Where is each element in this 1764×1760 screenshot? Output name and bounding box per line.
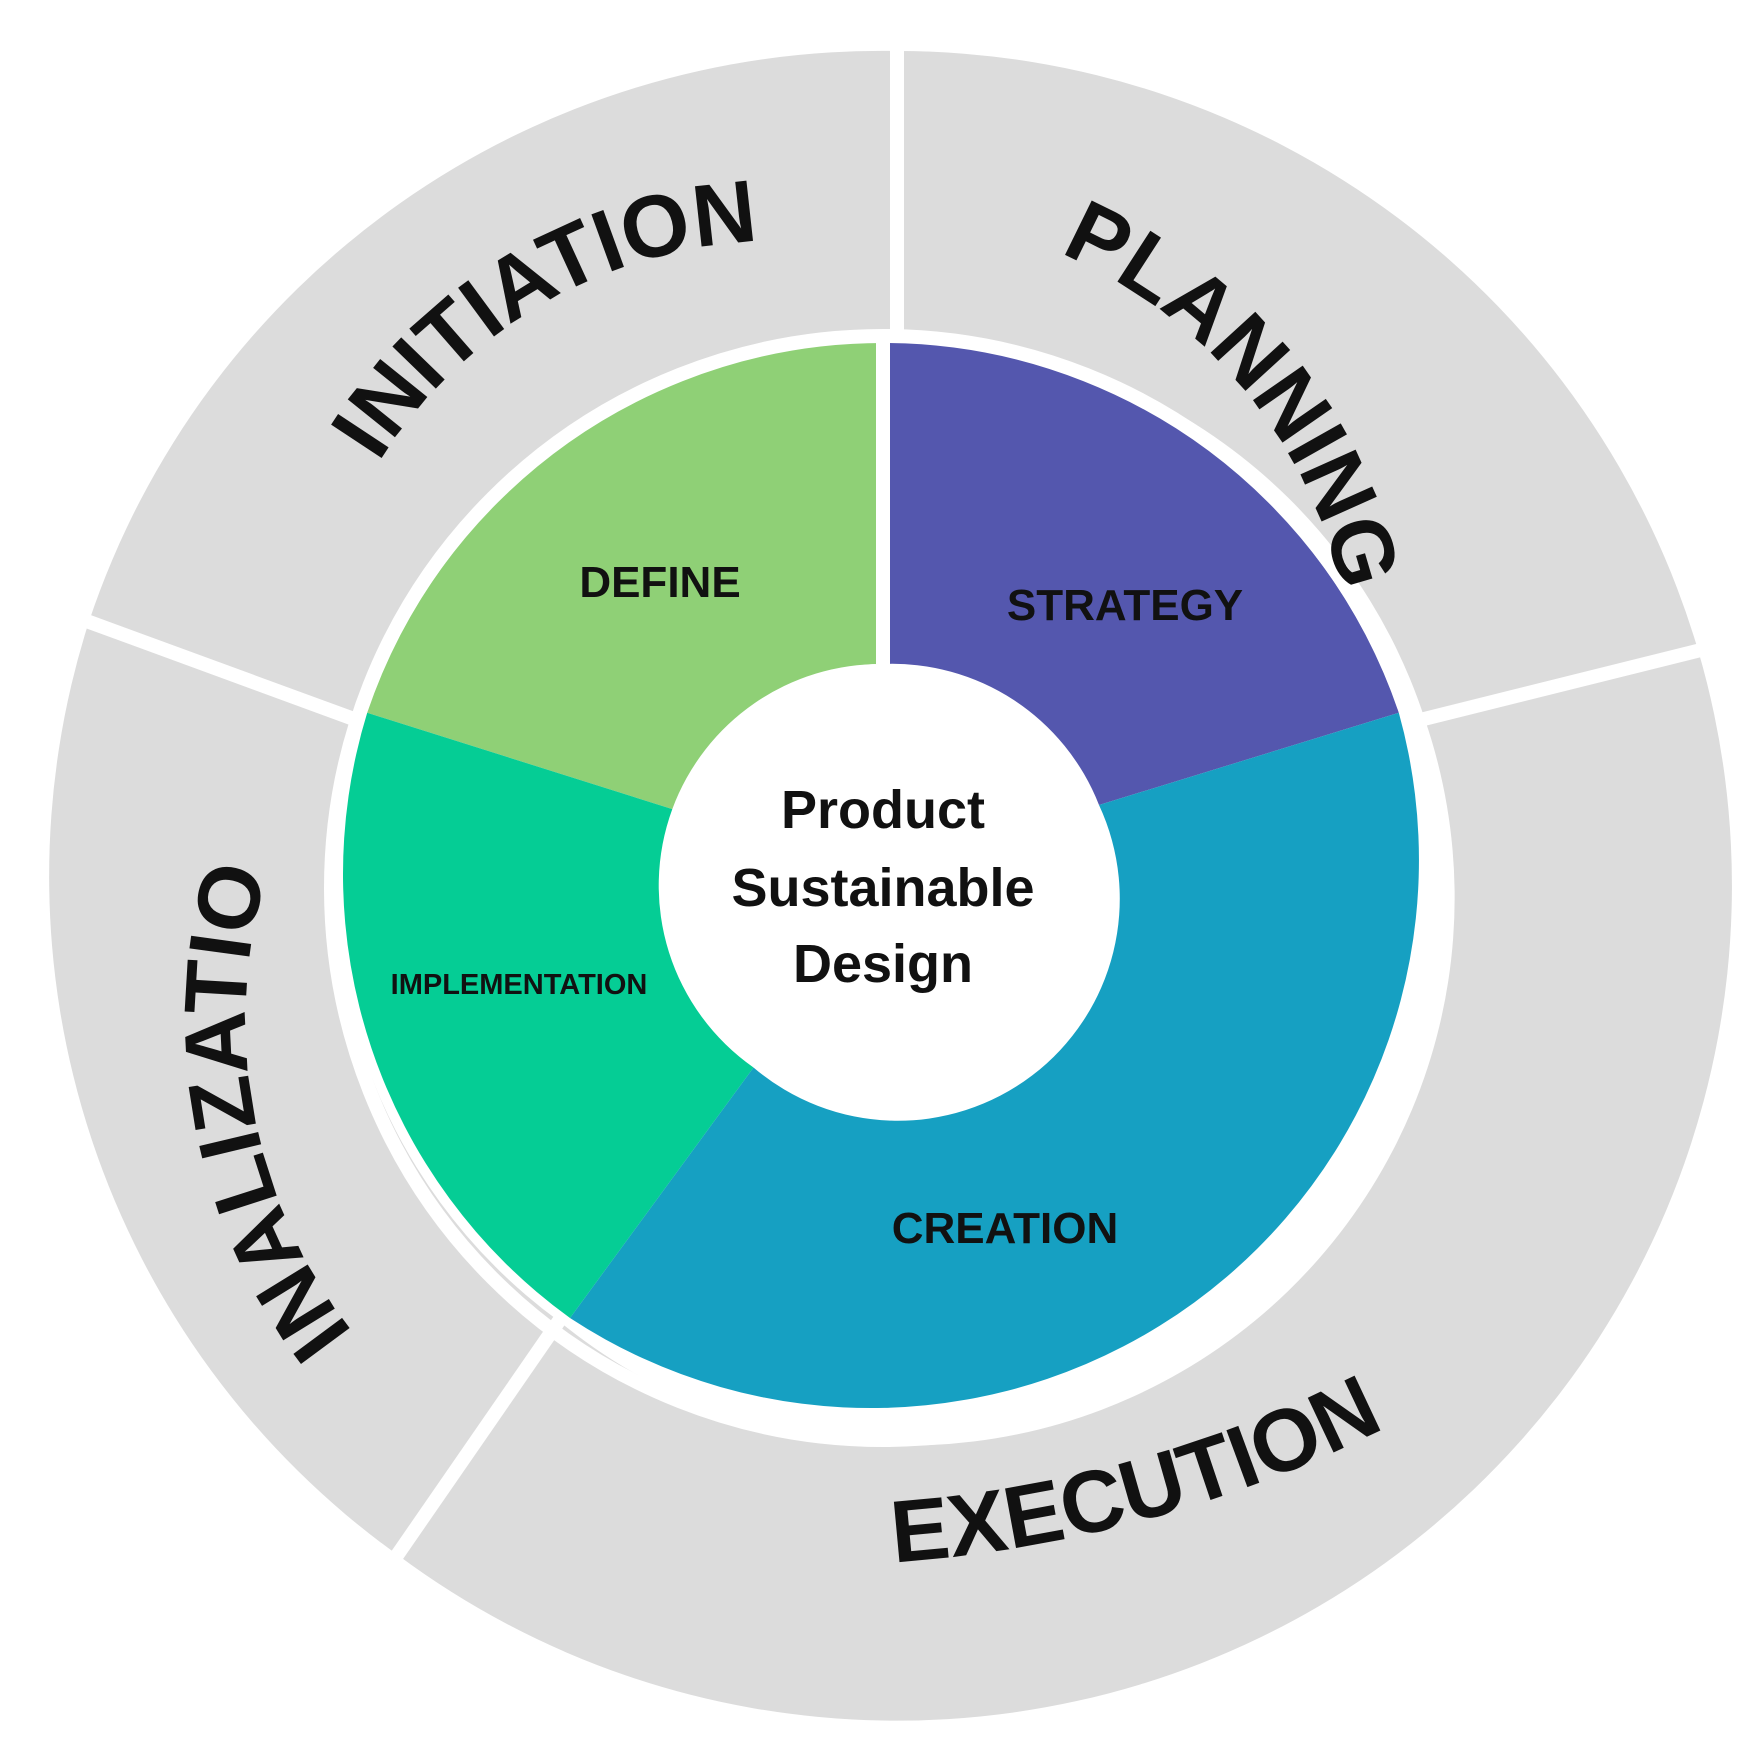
center-title-line-1: Product <box>781 780 985 840</box>
inner-segment-implementation <box>342 712 754 1318</box>
outer-segment-finalization <box>49 621 560 1555</box>
center-title-line-2: Sustainable <box>731 858 1034 918</box>
center-title: Product Sustainable Design <box>731 780 1034 994</box>
inner-segment-creation <box>570 712 1419 1409</box>
ring-separators <box>59 30 1727 1584</box>
outer-segment-planning <box>897 51 1699 720</box>
stage-label-strategy: STRATEGY <box>1007 581 1243 630</box>
outer-ring <box>49 50 1732 1721</box>
separator-execution-finalization <box>374 1314 567 1584</box>
separator-finalization-initiation <box>59 605 365 729</box>
outer-segment-execution <box>397 651 1732 1721</box>
stage-label-implementation: IMPLEMENTATION <box>391 969 648 1001</box>
separator-planning-execution <box>1418 637 1727 727</box>
stage-label-creation: CREATION <box>892 1204 1119 1253</box>
inner-segment-define <box>367 340 883 810</box>
inner-segment-strategy <box>883 340 1399 805</box>
stage-label-define: DEFINE <box>579 558 740 607</box>
inner-ring <box>342 340 1419 1409</box>
outer-segment-initiation <box>88 50 897 721</box>
center-title-line-3: Design <box>793 934 973 994</box>
center-circle <box>661 664 1105 1108</box>
